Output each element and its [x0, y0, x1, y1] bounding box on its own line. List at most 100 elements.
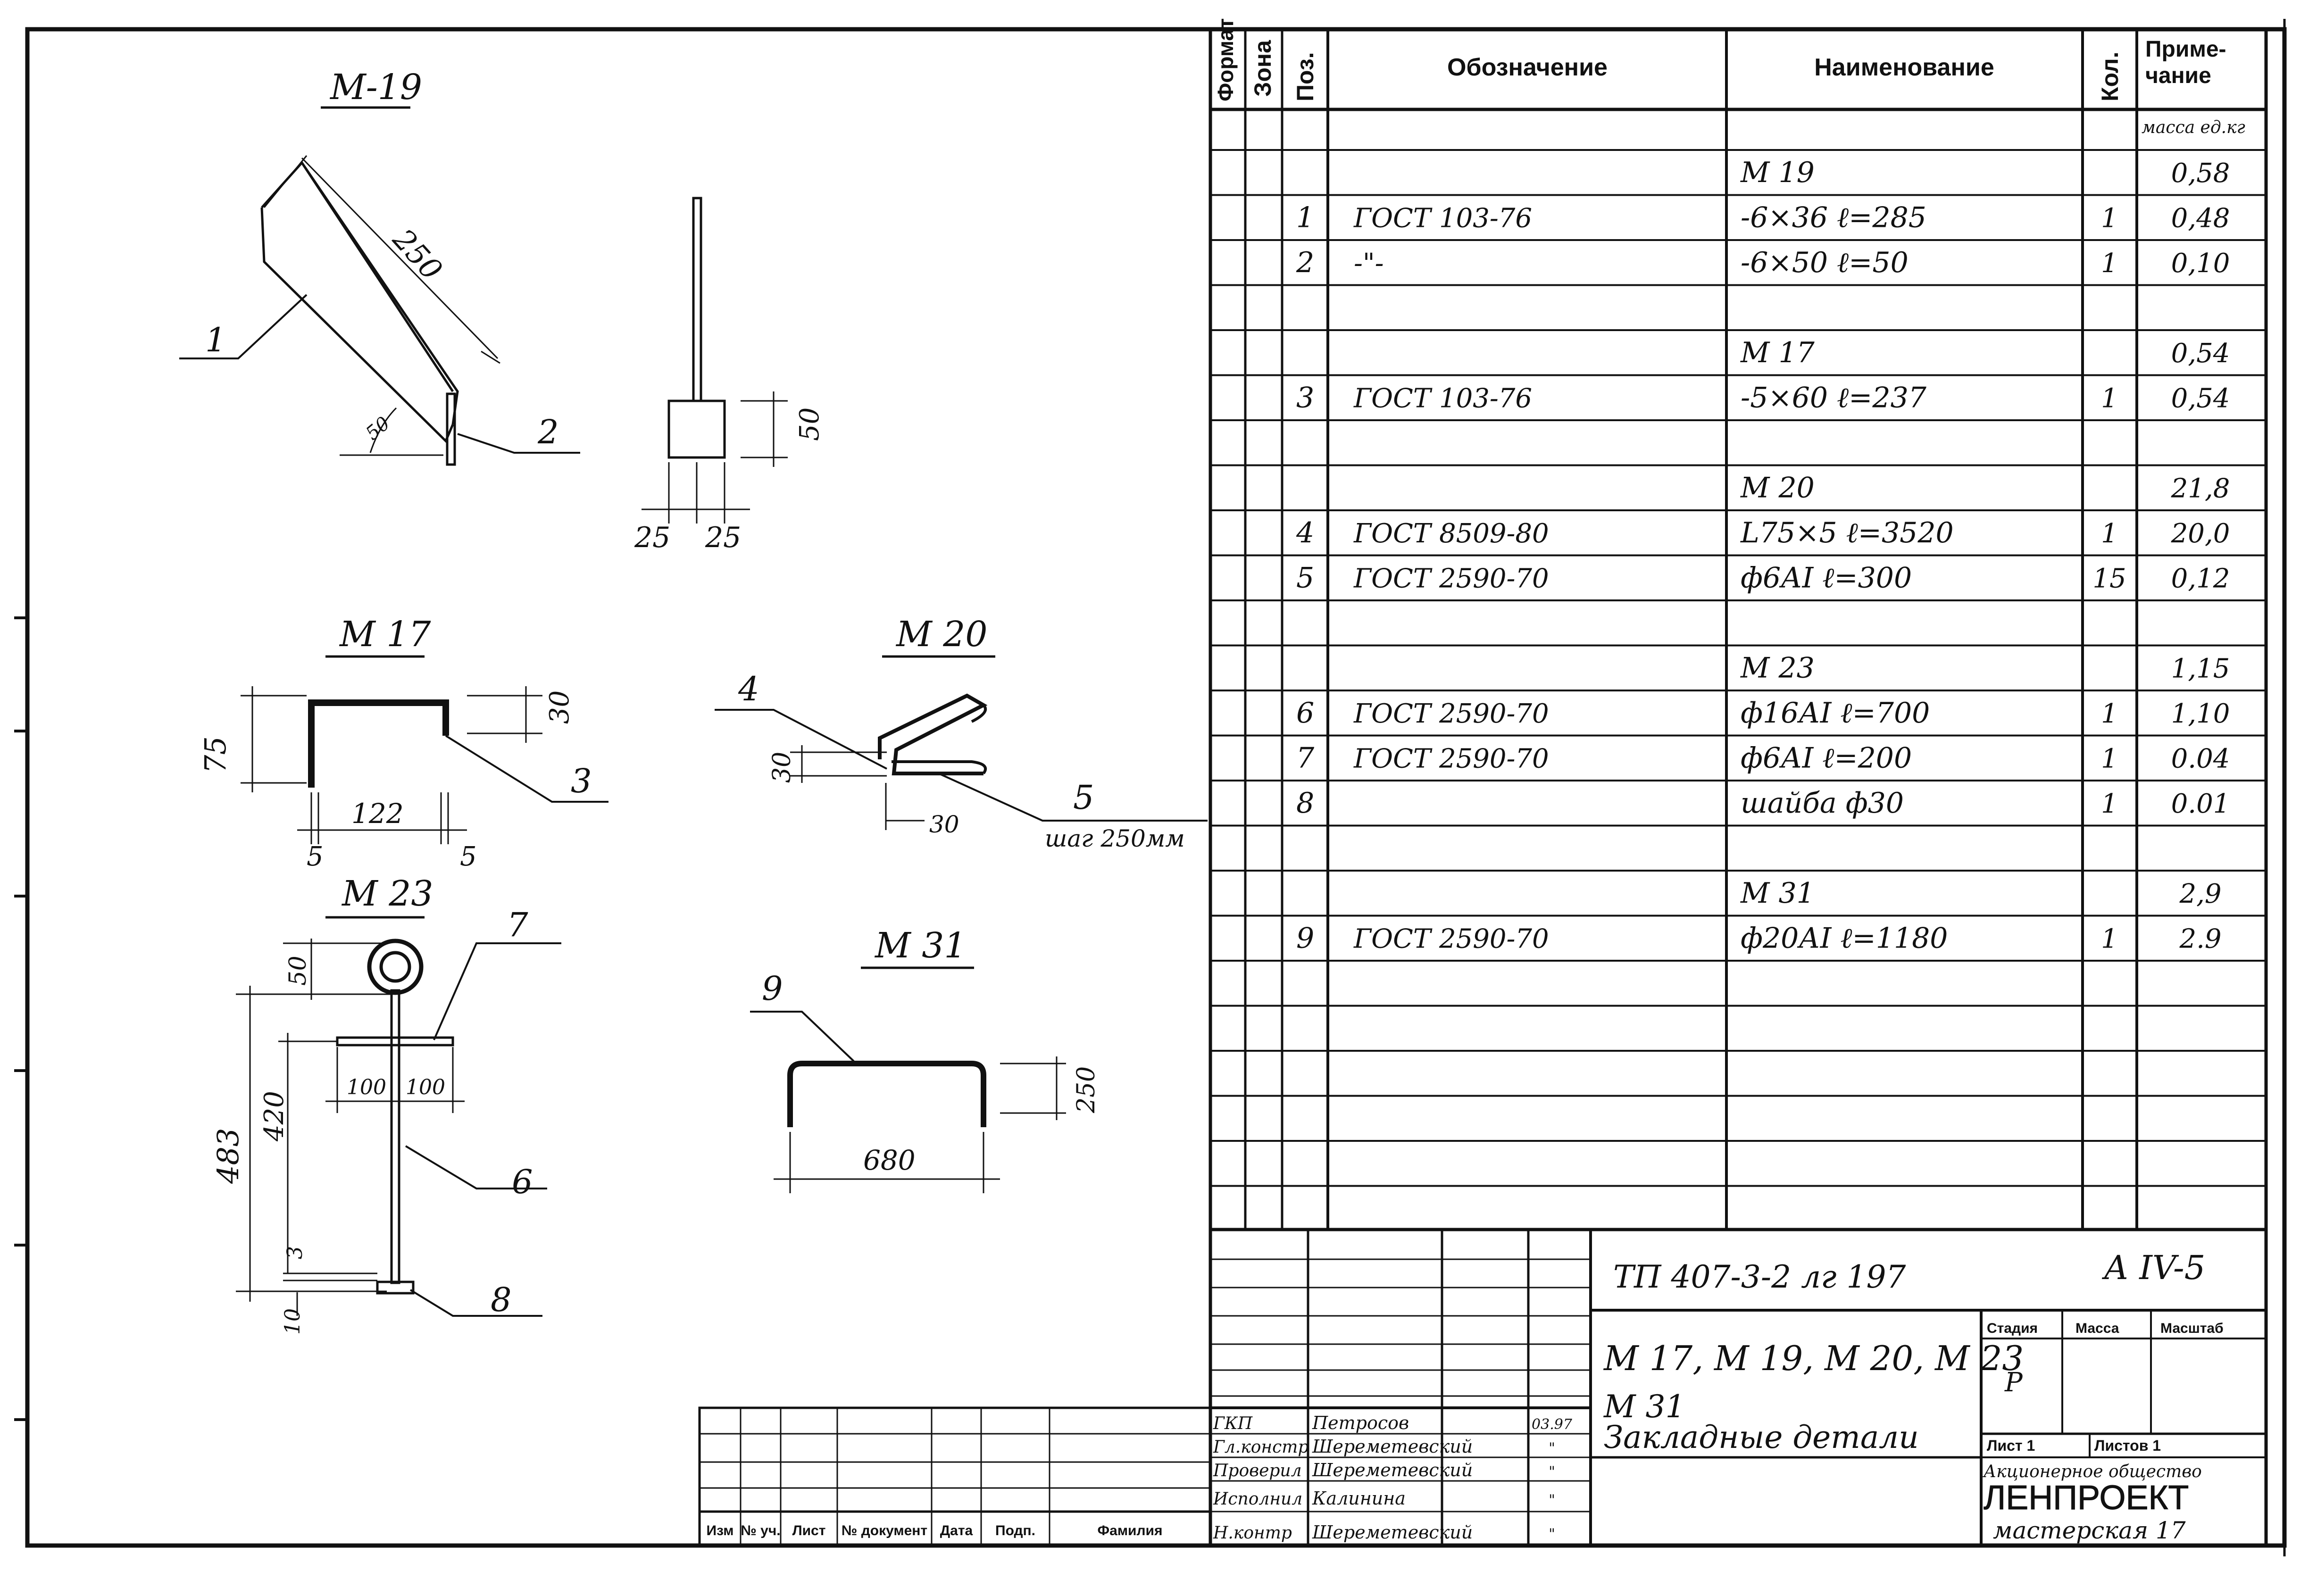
m20-title: М 20 — [895, 614, 987, 655]
row-name: L75×5 ℓ=3520 — [1740, 516, 1954, 549]
row-qty: 1 — [2101, 789, 2118, 819]
header-name: Наименование — [1814, 54, 1994, 81]
signature-role: Гл.констр — [1213, 1438, 1309, 1457]
m23-pos-7: 7 — [507, 906, 528, 944]
m17-pos-3: 3 — [571, 762, 592, 800]
row-designation: -"- — [1354, 248, 1384, 279]
row-name: ф16АI ℓ=700 — [1741, 697, 1930, 730]
row-qty: 15 — [2092, 564, 2126, 594]
signature-role: Проверил — [1213, 1461, 1302, 1480]
signature-name: Шереметевский — [1312, 1436, 1473, 1457]
signature-name: Петросов — [1312, 1413, 1409, 1433]
title-line-1: М 17, М 19, М 20, М 23 — [1603, 1338, 2024, 1378]
signature-date: " — [1549, 1526, 1555, 1542]
header-pos: Поз. — [1292, 52, 1318, 101]
header-qty: Кол. — [2097, 52, 2123, 101]
row-pos: 5 — [1296, 562, 1314, 595]
row-designation: ГОСТ 2590-70 — [1353, 744, 1549, 774]
row-name: -6×36 ℓ=285 — [1741, 201, 1926, 234]
m17-dim-5b: 5 — [460, 841, 477, 872]
mass-label: Масса — [2075, 1321, 2119, 1336]
row-pos: 7 — [1296, 742, 1315, 775]
row-note: 0,58 — [2171, 158, 2230, 189]
m23-pos-6: 6 — [512, 1163, 533, 1201]
row-name: М 31 — [1740, 877, 1815, 910]
binding-ticks — [14, 616, 27, 1421]
m19-dim-250: 250 — [386, 222, 449, 287]
m19-pos-1: 1 — [205, 321, 226, 359]
signature-name: Калинина — [1312, 1488, 1406, 1509]
header-mass-unit: масса ед.кг — [2142, 118, 2245, 137]
row-note: 0,12 — [2171, 564, 2230, 594]
row-designation: ГОСТ 103-76 — [1353, 383, 1532, 414]
header-designation: Обозначение — [1447, 54, 1608, 81]
row-note: 2.9 — [2179, 924, 2221, 955]
row-pos: 4 — [1296, 516, 1314, 549]
row-qty: 1 — [2101, 203, 2118, 234]
m23-pos-8: 8 — [491, 1280, 512, 1319]
sheet-number: Лист 1 — [1987, 1437, 2035, 1454]
row-name: ф6АI ℓ=200 — [1741, 742, 1912, 775]
m17-dim-5a: 5 — [307, 841, 324, 872]
m20-pos-5: 5 — [1073, 778, 1094, 817]
signature-date: " — [1549, 1492, 1555, 1508]
row-designation: ГОСТ 2590-70 — [1353, 924, 1549, 955]
row-name: шайба ф30 — [1741, 787, 1904, 820]
m31-title: М 31 — [874, 925, 966, 966]
row-qty: 1 — [2101, 698, 2118, 729]
org-line-2: ЛЕНПРОЕКТ — [1984, 1479, 2189, 1517]
header-zone: Зона — [1250, 40, 1276, 97]
sheets-total: Листов 1 — [2094, 1437, 2161, 1454]
m17-title: М 17 — [339, 614, 431, 655]
row-name: -5×60 ℓ=237 — [1741, 382, 1927, 415]
signature-date: 03.97 — [1532, 1416, 1573, 1433]
drawing-m20: М 20 4 30 30 5 шаг 250мм — [715, 614, 1208, 852]
spec-row-lines — [1210, 149, 2266, 1187]
drawing-m31: М 31 250 680 9 — [750, 925, 1100, 1193]
row-name: М 20 — [1740, 472, 1815, 505]
m23-dim-100b: 100 — [406, 1075, 445, 1099]
signature-name: Шереметевский — [1312, 1522, 1473, 1543]
revision-header: № документ — [842, 1523, 927, 1538]
m31-pos-9: 9 — [762, 969, 783, 1008]
header-note: Приме-чание — [2145, 37, 2226, 88]
row-designation: ГОСТ 103-76 — [1353, 203, 1532, 234]
row-name: М 19 — [1740, 156, 1815, 189]
row-note: 0,54 — [2171, 383, 2230, 414]
row-note: 0,54 — [2171, 338, 2230, 369]
drawing-m17: М 17 75 30 122 5 5 3 — [198, 614, 608, 872]
revision-header: № уч. — [741, 1523, 780, 1538]
row-name: М 23 — [1740, 652, 1815, 685]
m19-dim-angle: 50 — [362, 413, 394, 445]
stage-value: Р — [2004, 1367, 2023, 1398]
m17-dim-30: 30 — [544, 690, 575, 724]
m23-title: М 23 — [341, 873, 433, 914]
row-note: 0.04 — [2171, 744, 2230, 774]
revision-header: Лист — [792, 1523, 826, 1538]
header-format: Формат — [1213, 18, 1238, 101]
signature-role: Исполнил — [1213, 1489, 1302, 1509]
row-designation: ГОСТ 8509-80 — [1353, 518, 1549, 549]
row-note: 0,48 — [2171, 203, 2230, 234]
row-name: М 17 — [1740, 336, 1815, 369]
drawing-m19: М-19 250 50 1 2 50 25 25 — [179, 67, 825, 554]
m19-dim-50: 50 — [794, 407, 825, 441]
row-note: 0,10 — [2171, 248, 2230, 279]
m19-dim-25b: 25 — [705, 521, 741, 554]
m23-dim-420: 420 — [259, 1091, 290, 1142]
